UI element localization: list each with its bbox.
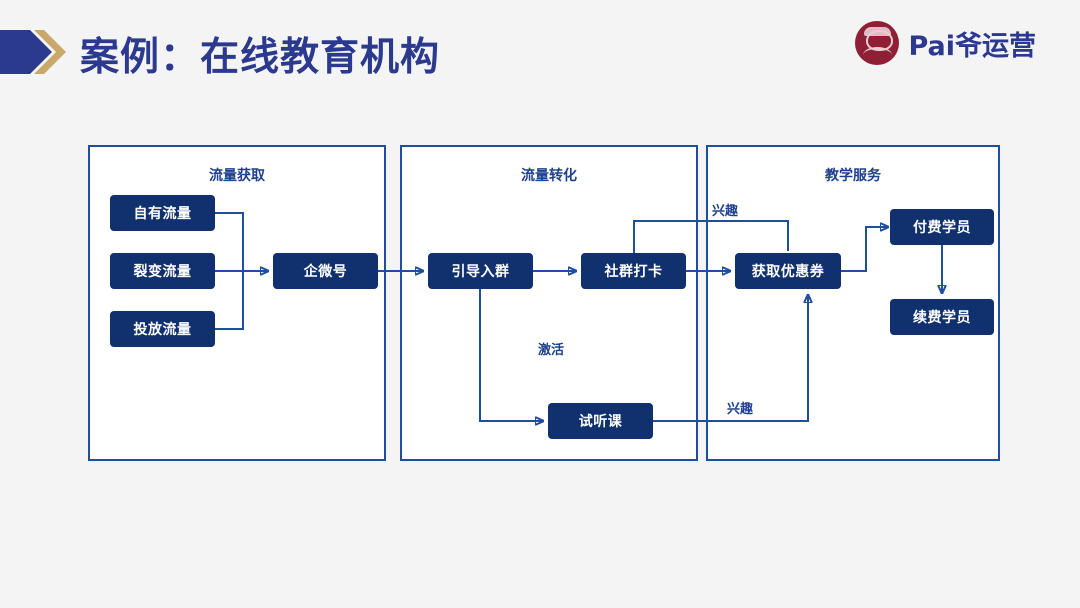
node-join-group[interactable]: 引导入群: [428, 253, 533, 289]
node-paid-traffic[interactable]: 投放流量: [110, 311, 215, 347]
brand-name: Pai爷运营: [908, 30, 1036, 62]
edge-label-interest-bottom: 兴趣: [727, 402, 754, 417]
node-fission-traffic[interactable]: 裂变流量: [110, 253, 215, 289]
double-chevron-right-icon: [0, 28, 68, 76]
panel-title-conversion: 流量转化: [521, 168, 577, 184]
edge-coupon-to-paid: [841, 227, 888, 272]
panel-title-acquisition: 流量获取: [209, 168, 265, 184]
node-paid-student[interactable]: 付费学员: [890, 209, 994, 245]
node-trial-class[interactable]: 试听课: [548, 403, 653, 439]
slide-header: 案例：在线教育机构 Pai爷运营: [0, 0, 1080, 110]
edge-joingroup-to-trial: [479, 289, 543, 421]
avatar: [855, 21, 900, 65]
edge-checkin-interest-to-coupon: [633, 220, 789, 253]
edge-paid-to-wecom: [215, 271, 244, 330]
node-own-traffic[interactable]: 自有流量: [110, 195, 215, 231]
panel-service: 教学服务: [706, 145, 1000, 461]
node-coupon[interactable]: 获取优惠券: [735, 253, 841, 289]
avatar-body: [863, 47, 893, 63]
node-wecom[interactable]: 企微号: [273, 253, 378, 289]
panel-acquisition: 流量获取: [88, 145, 386, 461]
panel-conversion: 流量转化: [400, 145, 698, 461]
page-title: 案例：在线教育机构: [80, 35, 441, 80]
edge-trial-interest-to-coupon: [653, 295, 808, 422]
node-renew-student[interactable]: 续费学员: [890, 299, 994, 335]
node-group-checkin[interactable]: 社群打卡: [581, 253, 686, 289]
panel-title-service: 教学服务: [825, 168, 881, 184]
edge-label-interest-top: 兴趣: [712, 204, 739, 219]
edge-label-activate: 激活: [538, 343, 565, 358]
brand-logo: Pai爷运营: [855, 20, 1036, 66]
edge-own-to-wecom: [215, 212, 244, 271]
